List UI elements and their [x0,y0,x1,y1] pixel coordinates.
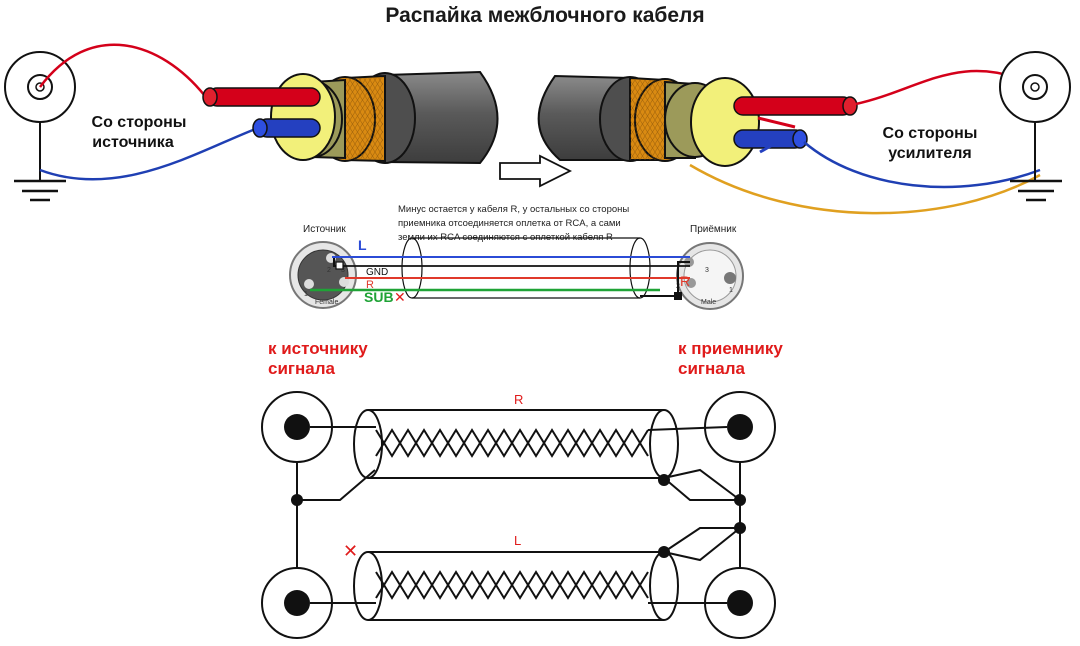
left-rca-jack-icon [4,51,76,180]
xlr-shield-tube-icon [401,237,651,299]
right-ground-symbol-icon [1010,179,1062,202]
receiver-r-label: R [680,273,690,289]
receiver-ground-wire [640,261,690,297]
xlr-female-connector-icon: 2 1 3 Female [289,241,357,309]
female-pin-2: 2 [327,267,331,274]
source-label: Источник [303,224,346,235]
left-source-label: к источнику [268,339,368,358]
xlr-note-line-2: приемника отсоединяется оплетка от RCA, … [398,218,621,229]
wire-label-gnd: GND [366,267,388,278]
left-blue-wire [39,126,259,181]
left-source-label-2: сигнала [268,359,336,378]
female-pin-3: 3 [341,267,345,274]
wire-label-r: R [366,279,374,291]
page-title: Распайка межблочного кабеля [385,4,704,27]
left-cable-end-icon [202,70,499,165]
rca-schematic: к источнику сигнала к приемнику сигнала [261,339,783,639]
right-side-label: Со стороны [883,125,978,142]
right-side-label-2: усилителя [888,145,971,162]
male-pin-1: 1 [729,287,733,294]
left-side-label-2: источника [92,134,174,151]
rca-jack-bottom-left-icon [261,567,333,639]
source-gnd-node [335,261,344,270]
direction-arrow-icon [499,154,573,188]
receiver-ground-node [674,292,682,300]
right-blue-wire [803,141,1041,189]
cable-r-label: R [514,392,523,407]
xlr-note-line-1: Минус остается у кабеля R, у остальных с… [398,204,629,215]
ground-node-r-shield [658,474,670,486]
left-ground-symbol-icon [14,179,66,202]
ground-node-left [291,494,303,506]
receiver-label: Приёмник [690,224,737,235]
top-cable-illustration: Со стороны источника [4,43,1071,215]
female-label: Female [315,299,338,306]
left-red-wire [38,43,206,97]
ground-wiring [296,462,741,568]
wire-label-l: L [358,237,367,253]
right-braid-wire [689,163,1041,215]
female-pin-1: 1 [304,291,308,298]
sub-cut-mark-icon: ✕ [394,289,406,305]
cable-r-shield-icon [310,409,728,479]
left-side-label: Со стороны [92,114,187,131]
ground-node-l-shield [658,546,670,558]
xlr-wiring-diagram: Минус остается у кабеля R, у остальных с… [289,204,744,310]
male-label: Male [701,299,716,306]
right-receiver-label: к приемнику [678,339,783,358]
right-cable-end-icon [537,74,858,167]
right-receiver-label-2: сигнала [678,359,746,378]
male-pin-3: 3 [705,267,709,274]
l-cut-mark-icon: ✕ [343,541,358,562]
right-rca-jack-icon [999,51,1071,180]
ground-node-right-1 [734,494,746,506]
cable-l-shield-icon [310,551,727,621]
xlr-male-connector-icon: 3 2 1 Male [676,242,744,310]
ground-node-right-2 [734,522,746,534]
wire-label-sub: SUB [364,289,394,305]
cable-l-label: L [514,533,521,548]
